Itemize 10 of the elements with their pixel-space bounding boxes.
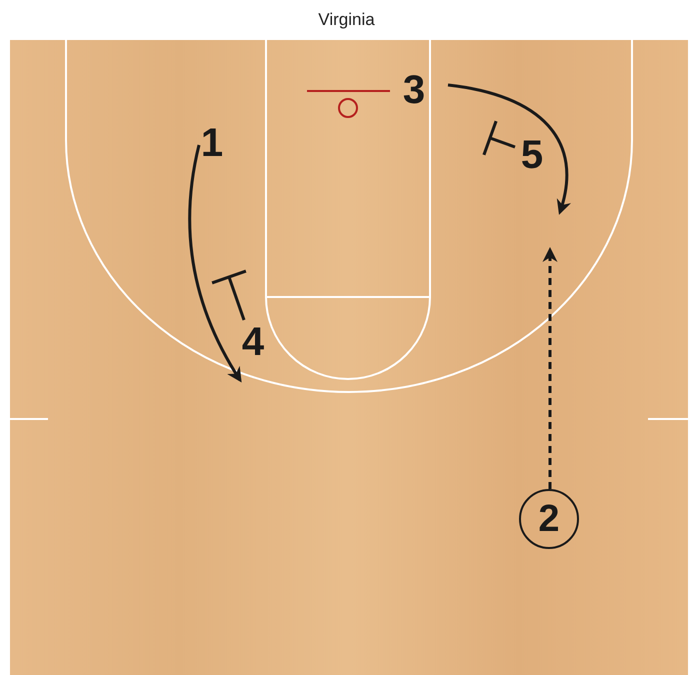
diagram-title: Virginia xyxy=(317,9,376,31)
cut-arrow xyxy=(188,144,242,383)
screen-line xyxy=(210,270,248,320)
player-number: 5 xyxy=(520,135,544,175)
player-number: 3 xyxy=(402,70,426,110)
screen-line xyxy=(482,120,516,156)
player-number: 4 xyxy=(242,322,264,362)
player-number: 1 xyxy=(200,123,224,163)
dribble-arrow xyxy=(542,247,558,489)
cut-arrow xyxy=(448,84,570,215)
